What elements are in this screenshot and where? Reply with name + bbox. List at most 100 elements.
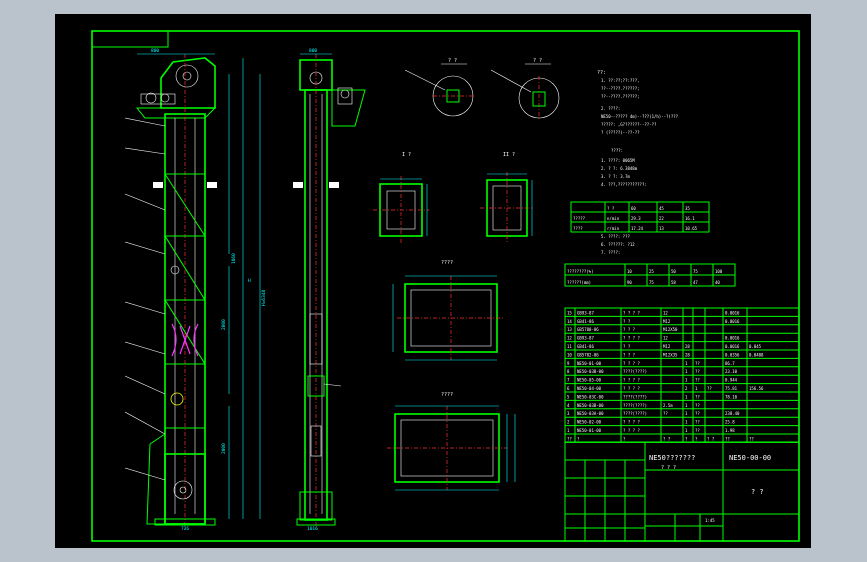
bom-cell: NE50-01-00 [577,361,602,366]
svg-text:????:: ????: [611,148,623,153]
dim-2000b: 2000 [221,443,227,454]
drawing-border [91,30,800,542]
head-pulley [175,64,199,88]
bom-cell: GB93-87 [577,310,594,315]
dim-side-width: 800 [309,48,317,54]
speed-table-cell: ????? [573,216,586,221]
notes-heading: ??: [597,70,606,76]
dim-1060: 1060 [231,253,237,264]
drawing-title: NE50??????? [649,454,695,462]
side-boot [299,491,333,521]
dim-h: H [248,278,251,284]
bom-cell: ?? [567,436,572,441]
bom-cell: 238.40 [725,411,740,416]
speed-table-cell: ? ? [607,206,615,211]
bom-cell: ?? [707,386,712,391]
bom-cell: 0.0016 [725,310,740,315]
bom-cell: 0.0016 [725,344,740,349]
dim-base2: 1016 [307,526,318,532]
speed-table-cell: 17.24 [631,226,644,231]
speed-table-cell: 22 [659,216,664,221]
bom-cell: M12 [663,319,671,324]
svg-text:?????: ,G???????--??-??: ?????: ,G???????--??-?? [601,122,657,127]
bom-cell: NE50-03A-00 [577,411,604,416]
speed-table-cell: 16.1 [685,216,695,221]
svg-text:2. ????:: 2. ????: [601,106,620,111]
svg-text:1. ??:??;??:???,: 1. ??:??;??:???, [601,78,640,83]
bom-cell: 9 [567,361,570,366]
svg-text:??--????.??????;: ??--????.??????; [601,94,640,99]
inspection-door [171,323,199,357]
section-label-4: ???? [441,392,453,398]
bom-cell: 1 [685,361,688,366]
bom-cell: ? ? ? [623,327,636,332]
bom-cell: 1 [685,394,688,399]
bom-cell: 23.10 [725,369,738,374]
side-door [309,313,323,365]
bom-cell: 12 [567,336,572,341]
bom-cell: NE50-04-00 [577,386,602,391]
lump-table-cell: 100 [715,269,723,274]
bom-cell: 1 [685,378,688,383]
bom-cell: 7 [567,378,570,383]
bom-cell: 12 [663,336,668,341]
bom-cell: 15 [567,310,572,315]
bom-cell: ? ? ? ? [623,361,640,366]
bom-cell: 28 [685,344,690,349]
svg-text:4. ???,???????????:: 4. ???,???????????: [601,182,647,187]
bom-cell: ? ? [623,319,631,324]
bom-cell: 78.10 [725,394,738,399]
speed-table-cell: 29.3 [631,216,641,221]
section-label-3: ???? [441,260,453,266]
side-take-up [307,375,325,397]
bom-cell: GB93-87 [577,336,594,341]
drawing-canvas: 1060 2000 2000 H H=6348 800 726 [55,14,811,548]
boot-section [164,453,206,525]
bom-cell: 10 [567,352,572,357]
bom-cell: ?? [695,420,700,425]
svg-text:6. ??????: ?12: 6. ??????: ?12 [601,242,635,247]
front-base [154,518,216,526]
bom-cell: 11 [567,344,572,349]
bom-cell: ? ? ? ? [623,420,640,425]
bom-cell: 1 [567,428,570,433]
bom-cell: ? [577,436,580,441]
bom-cell: 5 [567,394,570,399]
bom-cell: 12 [663,310,668,315]
bom-cell: NE50-03C-00 [577,394,604,399]
dim-height-total: H=6348 [261,289,267,306]
bom-cell: ? ? ? ? [623,386,640,391]
bom-cell: 0.0016 [725,319,740,324]
bom-cell: ? ? ? ? [623,336,640,341]
bom-cell: 3 [567,411,570,416]
svg-text:7. ????:: 7. ????: [601,250,620,255]
svg-text:1. ????: 0065M: 1. ????: 0065M [601,158,635,163]
bom-cell: 1 [685,420,688,425]
bom-cell: 75.81 [725,386,738,391]
bracket-left [153,182,163,188]
bom-cell: 1 [695,386,698,391]
bom-cell: GB5780-86 [577,327,599,332]
dim-base: 726 [181,526,189,532]
bom-cell: 1 [685,428,688,433]
bom-cell: ? ? ? ? [623,378,640,383]
lump-table-cell: 50 [671,269,676,274]
speed-table-cell: 60 [631,206,636,211]
bom-cell: ?? [695,394,700,399]
bom-cell: ?? [695,411,700,416]
bom-cell: GB41-86 [577,319,594,324]
bom-cell: ????(????) [623,411,647,416]
bom-cell: NE50-01-00 [577,428,602,433]
bom-cell: 1 [685,411,688,416]
lump-table-cell: 10 [627,269,632,274]
svg-text:??--????.??????;: ??--????.??????; [601,86,640,91]
bom-cell: NE50-05-00 [577,378,602,383]
technical-notes: ??: 1. ??:??;??:???, ??--????.??????; ??… [597,70,679,255]
bom-cell: ? [623,436,626,441]
lump-table-cell: ????????(%) [567,269,594,274]
bom-cell: 25.8 [725,420,735,425]
bom-cell: GB41-86 [577,344,594,349]
head-platform [135,107,217,119]
